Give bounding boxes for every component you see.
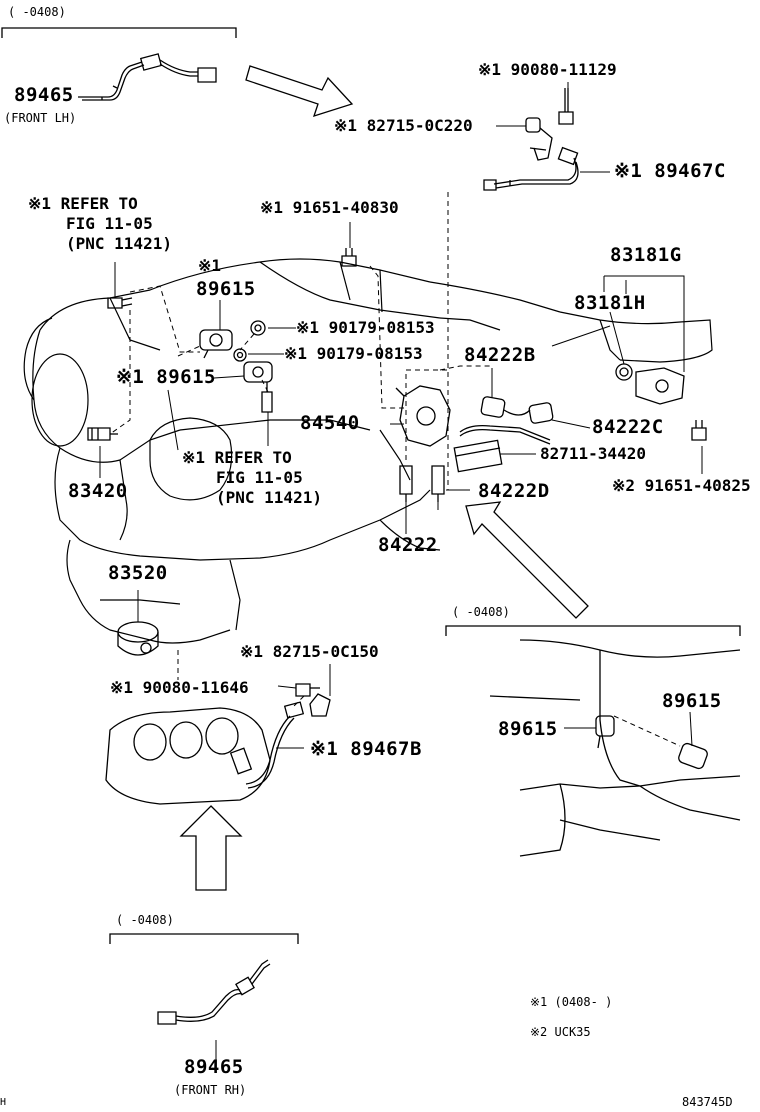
part-91651-40830[interactable]: ※1 91651-40830 bbox=[260, 198, 399, 217]
washer-90179-08153-a bbox=[251, 321, 265, 335]
knock-sensor-89615-c bbox=[596, 716, 614, 748]
bolt-90080-11129 bbox=[559, 88, 573, 124]
refer-to-left-line3: (PNC 11421) bbox=[66, 234, 172, 253]
part-84222[interactable]: 84222 bbox=[378, 534, 438, 556]
knock-sensor-89615-a bbox=[200, 330, 232, 358]
part-89615-b[interactable]: ※1 89615 bbox=[116, 366, 216, 388]
part-89467b[interactable]: ※1 89467B bbox=[310, 738, 422, 760]
part-90179-08153-b[interactable]: ※1 90179-08153 bbox=[284, 344, 423, 363]
part-91651-40825[interactable]: ※2 91651-40825 bbox=[612, 476, 751, 495]
arrow-right-diagonal bbox=[466, 502, 588, 618]
part-84222d[interactable]: 84222D bbox=[478, 480, 550, 502]
cam-sensor-83181 bbox=[616, 364, 684, 404]
corner-mark: H bbox=[0, 1097, 7, 1108]
part-89465-front-lh[interactable]: 89465 bbox=[14, 84, 74, 106]
o2-sensor-front-rh bbox=[158, 960, 270, 1024]
date-range-bottom: ( -0408) bbox=[116, 913, 174, 927]
bolt-91651-40830 bbox=[342, 248, 356, 266]
o2-sensor-89467c bbox=[484, 148, 578, 190]
dashed-lines bbox=[110, 192, 680, 746]
date-range-mid: ( -0408) bbox=[452, 605, 510, 619]
bracket-82715-0c150 bbox=[310, 694, 330, 716]
arrow-up-left bbox=[181, 806, 241, 890]
part-83181h[interactable]: 83181H bbox=[574, 292, 646, 314]
part-90080-11646[interactable]: ※1 90080-11646 bbox=[110, 678, 249, 697]
position-front-lh: (FRONT LH) bbox=[4, 111, 77, 125]
switch-84222d bbox=[432, 466, 444, 502]
knock-sensor-89615-d bbox=[677, 742, 708, 770]
legend-note-2: ※2 UCK35 bbox=[530, 1025, 591, 1039]
temp-sensor-83420 bbox=[88, 428, 118, 440]
part-83520[interactable]: 83520 bbox=[108, 562, 168, 584]
switch-84222c bbox=[529, 402, 554, 424]
part-82711-34420[interactable]: 82711-34420 bbox=[540, 444, 646, 463]
oil-pressure-switch-83520 bbox=[118, 622, 158, 655]
bolt-90080-11646 bbox=[296, 684, 320, 696]
stud-bolt bbox=[262, 382, 272, 412]
refer-to-center-line1: ※1 REFER TO bbox=[182, 448, 292, 467]
inset-engine-detail bbox=[490, 640, 740, 856]
refer-to-center-line3: (PNC 11421) bbox=[216, 488, 322, 507]
inset-bracket-front-rh bbox=[110, 934, 298, 944]
refer-to-center-line2[interactable]: FIG 11-05 bbox=[216, 468, 303, 487]
part-83420[interactable]: 83420 bbox=[68, 480, 128, 502]
part-84540[interactable]: 84540 bbox=[300, 412, 360, 434]
leader-lines bbox=[78, 82, 702, 1060]
washer-90179-08153-b bbox=[234, 349, 246, 361]
part-82715-0c220[interactable]: ※1 82715-0C220 bbox=[334, 116, 473, 135]
legend-note-1: ※1 (0408- ) bbox=[530, 995, 613, 1009]
part-90080-11129[interactable]: ※1 90080-11129 bbox=[478, 60, 617, 79]
exhaust-manifold bbox=[106, 708, 270, 804]
note-mark-89615: ※1 bbox=[198, 256, 222, 275]
switch-84222 bbox=[400, 466, 412, 502]
part-90179-08153-a[interactable]: ※1 90179-08153 bbox=[296, 318, 435, 337]
bolt-refer-left bbox=[108, 298, 132, 308]
part-89615-d[interactable]: 89615 bbox=[662, 690, 722, 712]
part-83181g[interactable]: 83181G bbox=[610, 244, 682, 266]
inset-bracket-mid bbox=[446, 626, 740, 636]
refer-to-left-line2[interactable]: FIG 11-05 bbox=[66, 214, 153, 233]
part-82715-0c150[interactable]: ※1 82715-0C150 bbox=[240, 642, 379, 661]
harness-82711-34420 bbox=[454, 426, 550, 472]
refer-to-left-line1: ※1 REFER TO bbox=[28, 194, 138, 213]
switch-84222b bbox=[481, 396, 530, 418]
o2-sensor-front-lh bbox=[78, 54, 216, 100]
position-front-rh: (FRONT RH) bbox=[174, 1083, 247, 1097]
arrow-top-right bbox=[246, 66, 352, 116]
diagram-id: 843745D bbox=[682, 1095, 733, 1109]
knock-sensor-89615-b bbox=[244, 362, 272, 382]
bolt-91651-40825 bbox=[692, 420, 706, 440]
part-89615-c[interactable]: 89615 bbox=[498, 718, 558, 740]
date-range-top: ( -0408) bbox=[8, 5, 66, 19]
bracket-82715-0c220 bbox=[526, 118, 552, 160]
part-84222b[interactable]: 84222B bbox=[464, 344, 536, 366]
part-84222c[interactable]: 84222C bbox=[592, 416, 664, 438]
vsv-84540 bbox=[396, 386, 450, 446]
part-89467c[interactable]: ※1 89467C bbox=[614, 160, 726, 182]
engine-outline bbox=[24, 259, 712, 643]
part-89615-a[interactable]: 89615 bbox=[196, 278, 256, 300]
inset-bracket-front-lh bbox=[2, 28, 236, 38]
part-89465-front-rh[interactable]: 89465 bbox=[184, 1056, 244, 1078]
o2-sensor-89467b bbox=[231, 702, 304, 788]
